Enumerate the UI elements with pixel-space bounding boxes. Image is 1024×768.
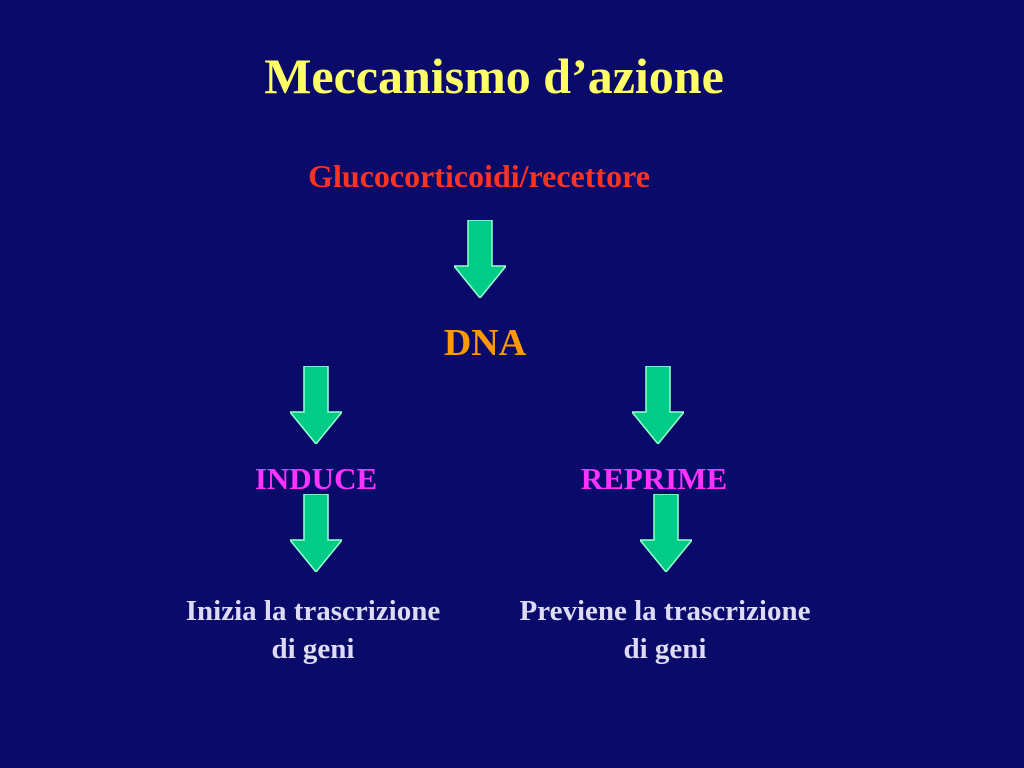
receptor-label: Glucocorticoidi/recettore: [308, 158, 650, 194]
down-arrow-icon: [632, 366, 684, 444]
induce-label: INDUCE: [254, 461, 378, 496]
down-arrow-icon: [290, 494, 342, 572]
reprime-outcome-line2: di geni: [623, 633, 707, 665]
reprime-outcome: Previene la trascrizione di geni: [485, 592, 845, 668]
reprime-label: REPRIME: [580, 461, 728, 496]
induce-outcome: Inizia la trascrizione di geni: [133, 592, 493, 668]
induce-outcome-line1: Inizia la trascrizione: [185, 595, 441, 627]
down-arrow-icon: [290, 366, 342, 444]
induce-outcome-line2: di geni: [271, 633, 355, 665]
reprime-outcome-line1: Previene la trascrizione: [519, 595, 811, 627]
slide-title: Meccanismo d’azione: [264, 48, 724, 104]
down-arrow-icon: [454, 220, 506, 298]
dna-label: DNA: [443, 322, 527, 364]
down-arrow-icon: [640, 494, 692, 572]
